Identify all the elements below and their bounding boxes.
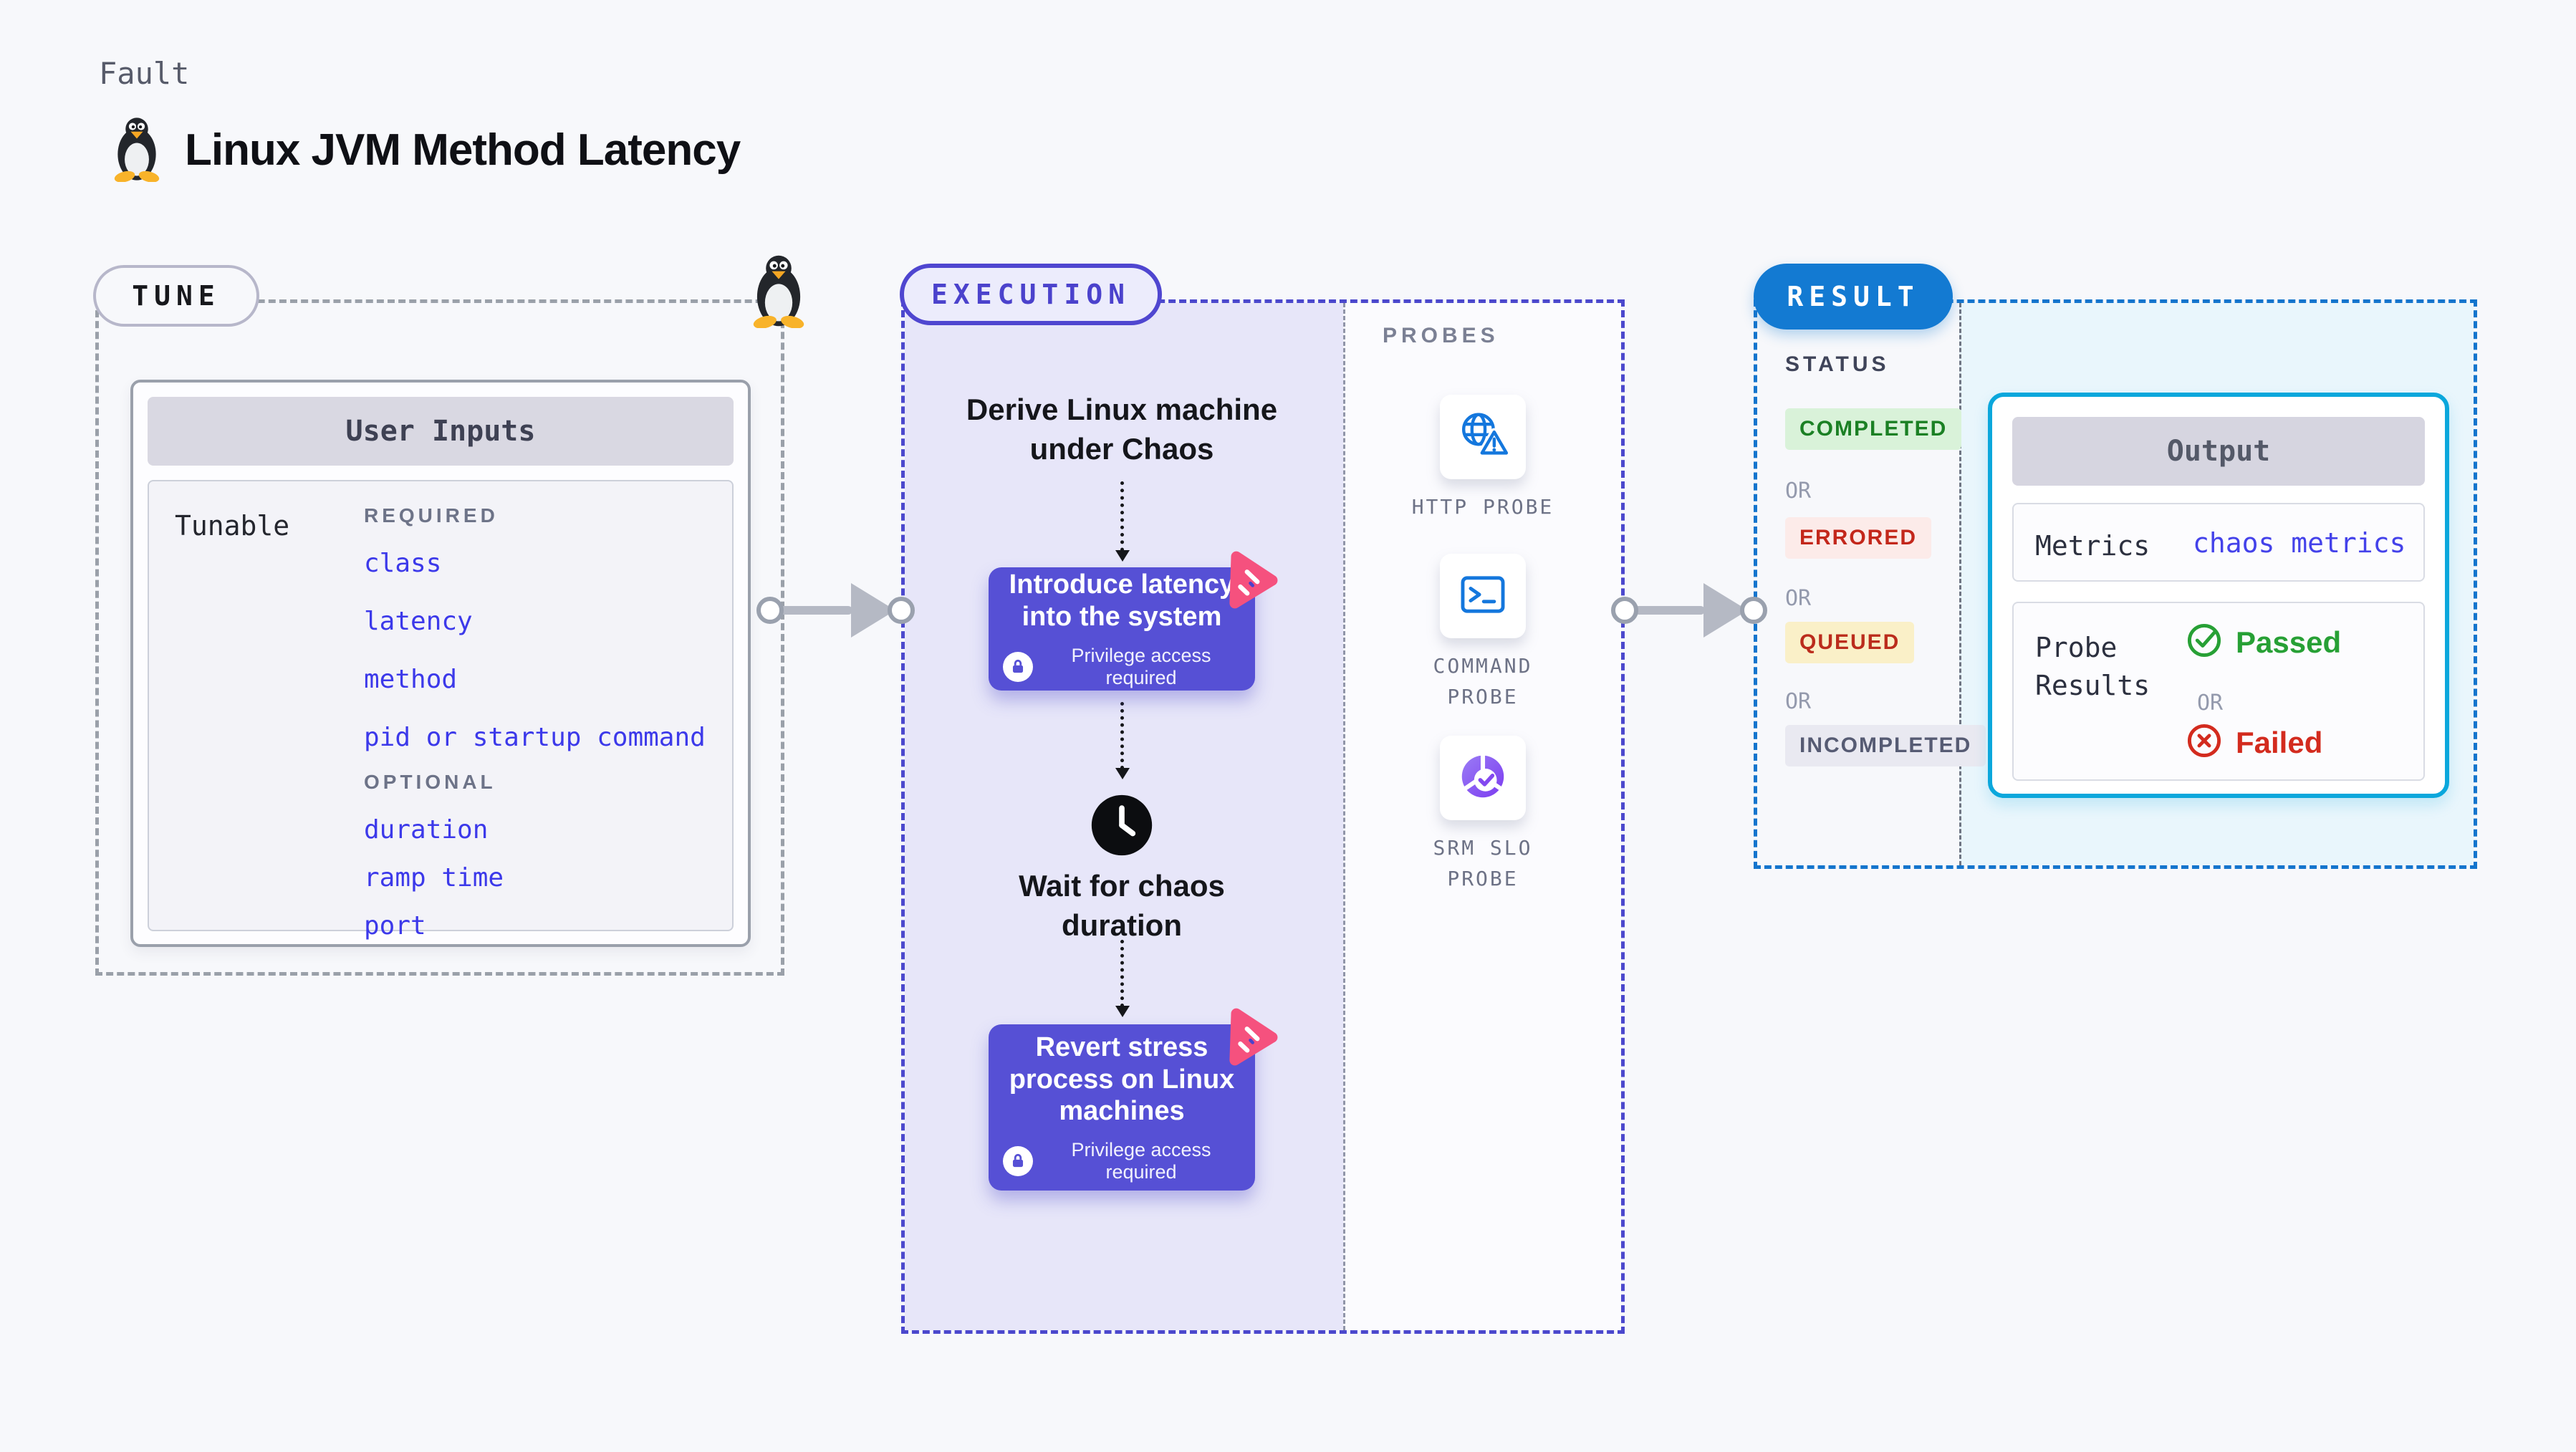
globe-alert-icon: [1455, 408, 1511, 467]
command-probe-card: [1440, 554, 1526, 638]
tunable-item: duration: [364, 815, 489, 845]
title-row: Linux JVM Method Latency: [109, 116, 741, 186]
probes-heading: PROBES: [1383, 324, 1499, 347]
status-badge-queued: QUEUED: [1785, 622, 1915, 663]
wait-step-label: Wait for chaos duration: [1019, 869, 1225, 942]
tux-corner-icon: [746, 254, 811, 332]
result-divider: [1959, 303, 1961, 865]
lock-icon: [1003, 651, 1033, 682]
derive-step-label: Derive Linux machine under Chaos: [966, 393, 1278, 466]
user-inputs-card: User Inputs Tunable REQUIRED class laten…: [130, 380, 751, 947]
privilege-note: Privilege access required: [1071, 644, 1211, 688]
http-probe-card: [1440, 395, 1526, 479]
flow-arrow-down-icon: [1115, 702, 1130, 779]
tunable-item: port: [364, 911, 426, 941]
passed-label: Passed: [2236, 625, 2342, 659]
revert-stress-step: Revert stress process on Linux machines …: [989, 1024, 1255, 1191]
tune-section-box: [95, 299, 784, 976]
passed-verdict: Passed: [2186, 622, 2341, 663]
user-inputs-title: User Inputs: [148, 397, 734, 466]
status-badge-incompleted: INCOMPLETED: [1785, 725, 1986, 766]
status-heading: STATUS: [1785, 352, 1890, 376]
http-probe-label: HTTP PROBE: [1411, 495, 1554, 519]
execution-pill: EXECUTION: [900, 264, 1162, 325]
tune-pill: TUNE: [93, 265, 259, 327]
or-label: OR: [1785, 689, 1812, 714]
flow-arrow-down-icon: [1115, 940, 1130, 1017]
metrics-row: Metrics chaos metrics: [2012, 503, 2425, 582]
slo-donut-check-icon: [1455, 749, 1511, 808]
chaos-logo-icon: [1216, 549, 1282, 615]
or-label: OR: [2197, 691, 2224, 716]
output-card: Output Metrics chaos metrics Probe Resul…: [1988, 393, 2449, 798]
tunable-list: REQUIRED class latency method pid or sta…: [364, 504, 706, 941]
privilege-row: Privilege access required: [1003, 645, 1241, 689]
status-badge-completed: COMPLETED: [1785, 408, 1962, 450]
optional-heading: OPTIONAL: [364, 771, 496, 793]
tunable-item: pid or startup command: [364, 723, 706, 752]
x-circle-icon: [2186, 722, 2223, 763]
inject-latency-step: Introduce latency into the system Privil…: [989, 567, 1255, 691]
tunable-item: ramp time: [364, 863, 504, 893]
tunable-item: method: [364, 665, 458, 694]
clock-icon: [1089, 792, 1155, 858]
probe-results-row: Probe Results Passed OR: [2012, 602, 2425, 781]
user-inputs-body: Tunable REQUIRED class latency method pi…: [148, 480, 734, 941]
fault-kicker: Fault: [99, 56, 190, 91]
terminal-icon: [1455, 567, 1511, 626]
command-probe-label: COMMAND PROBE: [1433, 654, 1533, 709]
tunable-item: class: [364, 549, 442, 578]
privilege-note: Privilege access required: [1071, 1139, 1211, 1183]
tux-linux-icon: [109, 116, 165, 186]
tunable-row-label: Tunable: [175, 510, 290, 542]
metrics-label: Metrics: [2035, 530, 2150, 562]
revert-stress-label: Revert stress process on Linux machines: [1009, 1032, 1235, 1127]
or-label: OR: [1785, 479, 1812, 504]
inject-latency-label: Introduce latency into the system: [1009, 569, 1235, 632]
failed-label: Failed: [2236, 725, 2323, 759]
required-heading: REQUIRED: [364, 504, 499, 527]
srm-slo-probe-label: SRM SLO PROBE: [1433, 836, 1533, 891]
chaos-logo-icon: [1216, 1006, 1282, 1072]
status-badge-errored: ERRORED: [1785, 517, 1932, 559]
or-label: OR: [1785, 586, 1812, 611]
failed-verdict: Failed: [2186, 722, 2322, 763]
probes-divider: [1343, 303, 1345, 1330]
probe-results-label: Probe Results: [2035, 632, 2150, 702]
lock-icon: [1003, 1146, 1033, 1177]
metrics-value: chaos metrics: [2193, 527, 2406, 559]
tunable-item: latency: [364, 607, 473, 636]
result-pill: RESULT: [1754, 264, 1953, 330]
output-title: Output: [2012, 417, 2425, 486]
srm-slo-probe-card: [1440, 736, 1526, 820]
privilege-row: Privilege access required: [1003, 1139, 1241, 1183]
check-circle-icon: [2186, 622, 2223, 663]
page-title: Linux JVM Method Latency: [185, 125, 741, 176]
flow-arrow-down-icon: [1115, 481, 1130, 562]
